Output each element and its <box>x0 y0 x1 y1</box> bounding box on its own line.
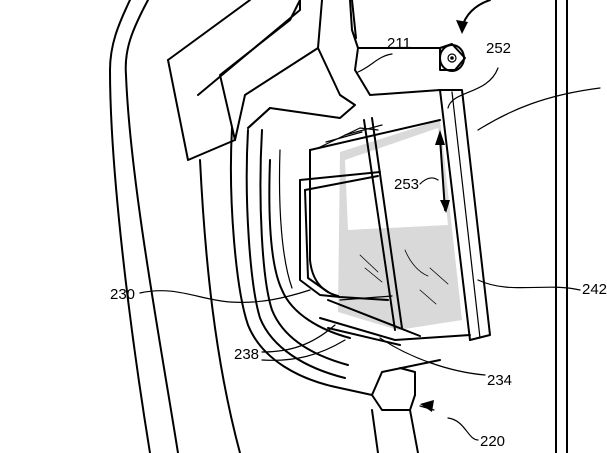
ref-238: 238 <box>234 346 259 363</box>
roller <box>439 43 466 72</box>
window-frame <box>309 89 491 341</box>
ref-252: 252 <box>486 40 511 57</box>
reference-numerals: 211 252 253 230 242 238 234 220 <box>110 35 607 450</box>
outer-body-shell <box>109 0 241 453</box>
upper-frame <box>167 0 441 161</box>
top-arrow <box>456 0 491 34</box>
ref-211: 211 <box>387 35 411 52</box>
opening-trim <box>229 107 441 396</box>
travel-arrow <box>435 130 450 213</box>
ref-253: 253 <box>394 176 419 193</box>
ref-220: 220 <box>480 433 505 450</box>
arrow-220-head <box>420 400 434 412</box>
right-frame <box>555 0 568 453</box>
ref-242: 242 <box>582 281 607 298</box>
lift-mechanism <box>299 117 471 346</box>
leader-lines <box>139 53 601 441</box>
lower-body <box>371 367 419 453</box>
ref-234: 234 <box>487 372 512 389</box>
ref-230: 230 <box>110 286 135 303</box>
